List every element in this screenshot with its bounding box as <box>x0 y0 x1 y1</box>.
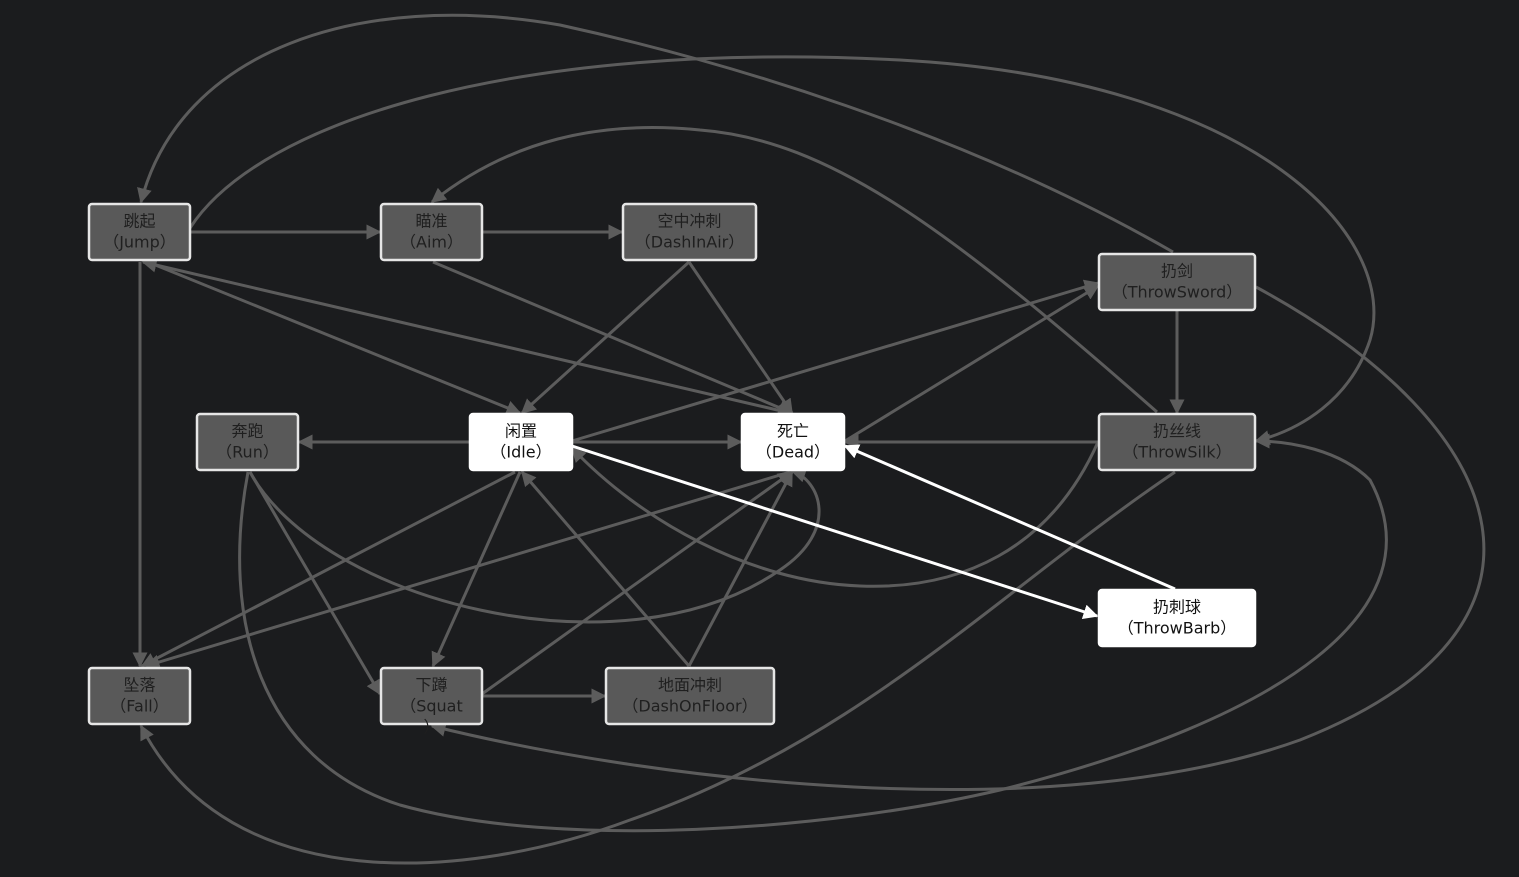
edge-dead-to-jump <box>141 257 791 415</box>
node-box <box>379 202 484 262</box>
edge-throwbarb-to-dead <box>843 444 1176 591</box>
node-throwsilk[interactable]: 扔丝线 （ThrowSilk） <box>1097 412 1257 472</box>
edge-idle-to-throwsword <box>571 279 1100 443</box>
edge-run-to-dead <box>248 468 821 624</box>
node-box <box>379 666 484 726</box>
edge-throwsilk-to-aim <box>430 126 1158 414</box>
edge-idle-to-throwbarb <box>571 444 1099 619</box>
node-throwsword[interactable]: 扔剑 （ThrowSword） <box>1097 252 1257 312</box>
node-box <box>195 412 300 472</box>
edge-dashinair-to-idle <box>520 260 691 415</box>
node-dashonfloor[interactable]: 地面冲刺 （DashOnFloor） <box>604 666 776 726</box>
node-dead[interactable]: 死亡 （Dead） <box>740 412 846 472</box>
node-label-line3: ） <box>423 718 439 737</box>
node-throwbarb[interactable]: 扔刺球 （ThrowBarb） <box>1097 588 1257 648</box>
node-label-line1: 空中冲刺 <box>657 212 721 231</box>
edge-run-to-squat <box>248 471 382 696</box>
nodes-layer: 跳起 （Jump） 瞄准 （Aim） 空中冲刺 （DashInAir） 扔剑 （ThrowSw… <box>87 202 1257 737</box>
edge-throwsword-to-squat <box>430 285 1486 792</box>
edge-squat-to-dead <box>481 470 794 696</box>
node-label-line1: 下蹲 <box>415 676 447 695</box>
node-label-line2: （Jump） <box>103 233 176 252</box>
node-box <box>1097 588 1257 648</box>
edge-idle-to-squat <box>431 471 522 668</box>
node-box <box>621 202 758 262</box>
node-label-line2: （ThrowSilk） <box>1122 443 1231 462</box>
node-squat[interactable]: 下蹲 （Squat ） <box>379 666 484 737</box>
node-label-line2: （Run） <box>216 443 279 462</box>
node-label-line2: （ThrowBarb） <box>1118 619 1237 638</box>
edge-dashonfloor-to-idle <box>520 470 691 667</box>
node-box <box>740 412 846 472</box>
node-label-line2: （ThrowSword） <box>1112 283 1243 302</box>
edge-throwsword-to-jump <box>137 13 1174 254</box>
node-label-line2: （Aim） <box>400 233 463 252</box>
node-box <box>468 412 574 472</box>
node-label-line1: 扔剑 <box>1161 262 1193 281</box>
node-run[interactable]: 奔跑 （Run） <box>195 412 300 472</box>
node-label-line1: 闲置 <box>505 422 537 441</box>
node-label-line2: （DashOnFloor） <box>622 697 757 716</box>
node-label-line2: （Fall） <box>110 697 168 716</box>
node-label-line2: （DashInAir） <box>635 233 744 252</box>
node-jump[interactable]: 跳起 （Jump） <box>87 202 192 262</box>
edge-dead-to-fall <box>144 470 791 670</box>
edge-dashonfloor-to-dead <box>687 470 794 667</box>
node-idle[interactable]: 闲置 （Idle） <box>468 412 574 472</box>
node-label-line1: 扔丝线 <box>1153 422 1201 441</box>
node-box <box>1097 252 1257 312</box>
edge-dead-to-throwsword <box>844 284 1100 443</box>
node-aim[interactable]: 瞄准 （Aim） <box>379 202 484 262</box>
node-label-line2: （Squat <box>400 697 463 716</box>
edge-jump-to-idle <box>147 260 522 415</box>
node-label-line1: 地面冲刺 <box>658 676 722 695</box>
node-dashinair[interactable]: 空中冲刺 （DashInAir） <box>621 202 758 262</box>
node-box <box>87 666 192 726</box>
node-box <box>1097 412 1257 472</box>
node-label-line1: 扔刺球 <box>1153 598 1201 617</box>
node-label-line1: 瞄准 <box>415 212 447 231</box>
node-box <box>604 666 776 726</box>
node-label-line1: 死亡 <box>777 422 809 441</box>
edge-aim-to-dead <box>432 260 794 415</box>
node-fall[interactable]: 坠落 （Fall） <box>87 666 192 726</box>
edge-dashinair-to-dead <box>687 261 794 415</box>
node-box <box>87 202 192 262</box>
edge-jump-to-throwsilk <box>188 55 1376 445</box>
edge-run-to-throwsilk <box>238 433 1388 833</box>
node-label-line2: （Dead） <box>756 443 830 462</box>
node-label-line1: 跳起 <box>123 212 155 231</box>
node-label-line2: （Idle） <box>490 443 551 462</box>
edges-layer <box>132 13 1486 865</box>
node-label-line1: 坠落 <box>123 676 155 695</box>
edge-throwsilk-to-idle <box>570 441 1100 588</box>
node-label-line1: 奔跑 <box>231 422 263 441</box>
edge-idle-to-fall <box>140 470 516 668</box>
